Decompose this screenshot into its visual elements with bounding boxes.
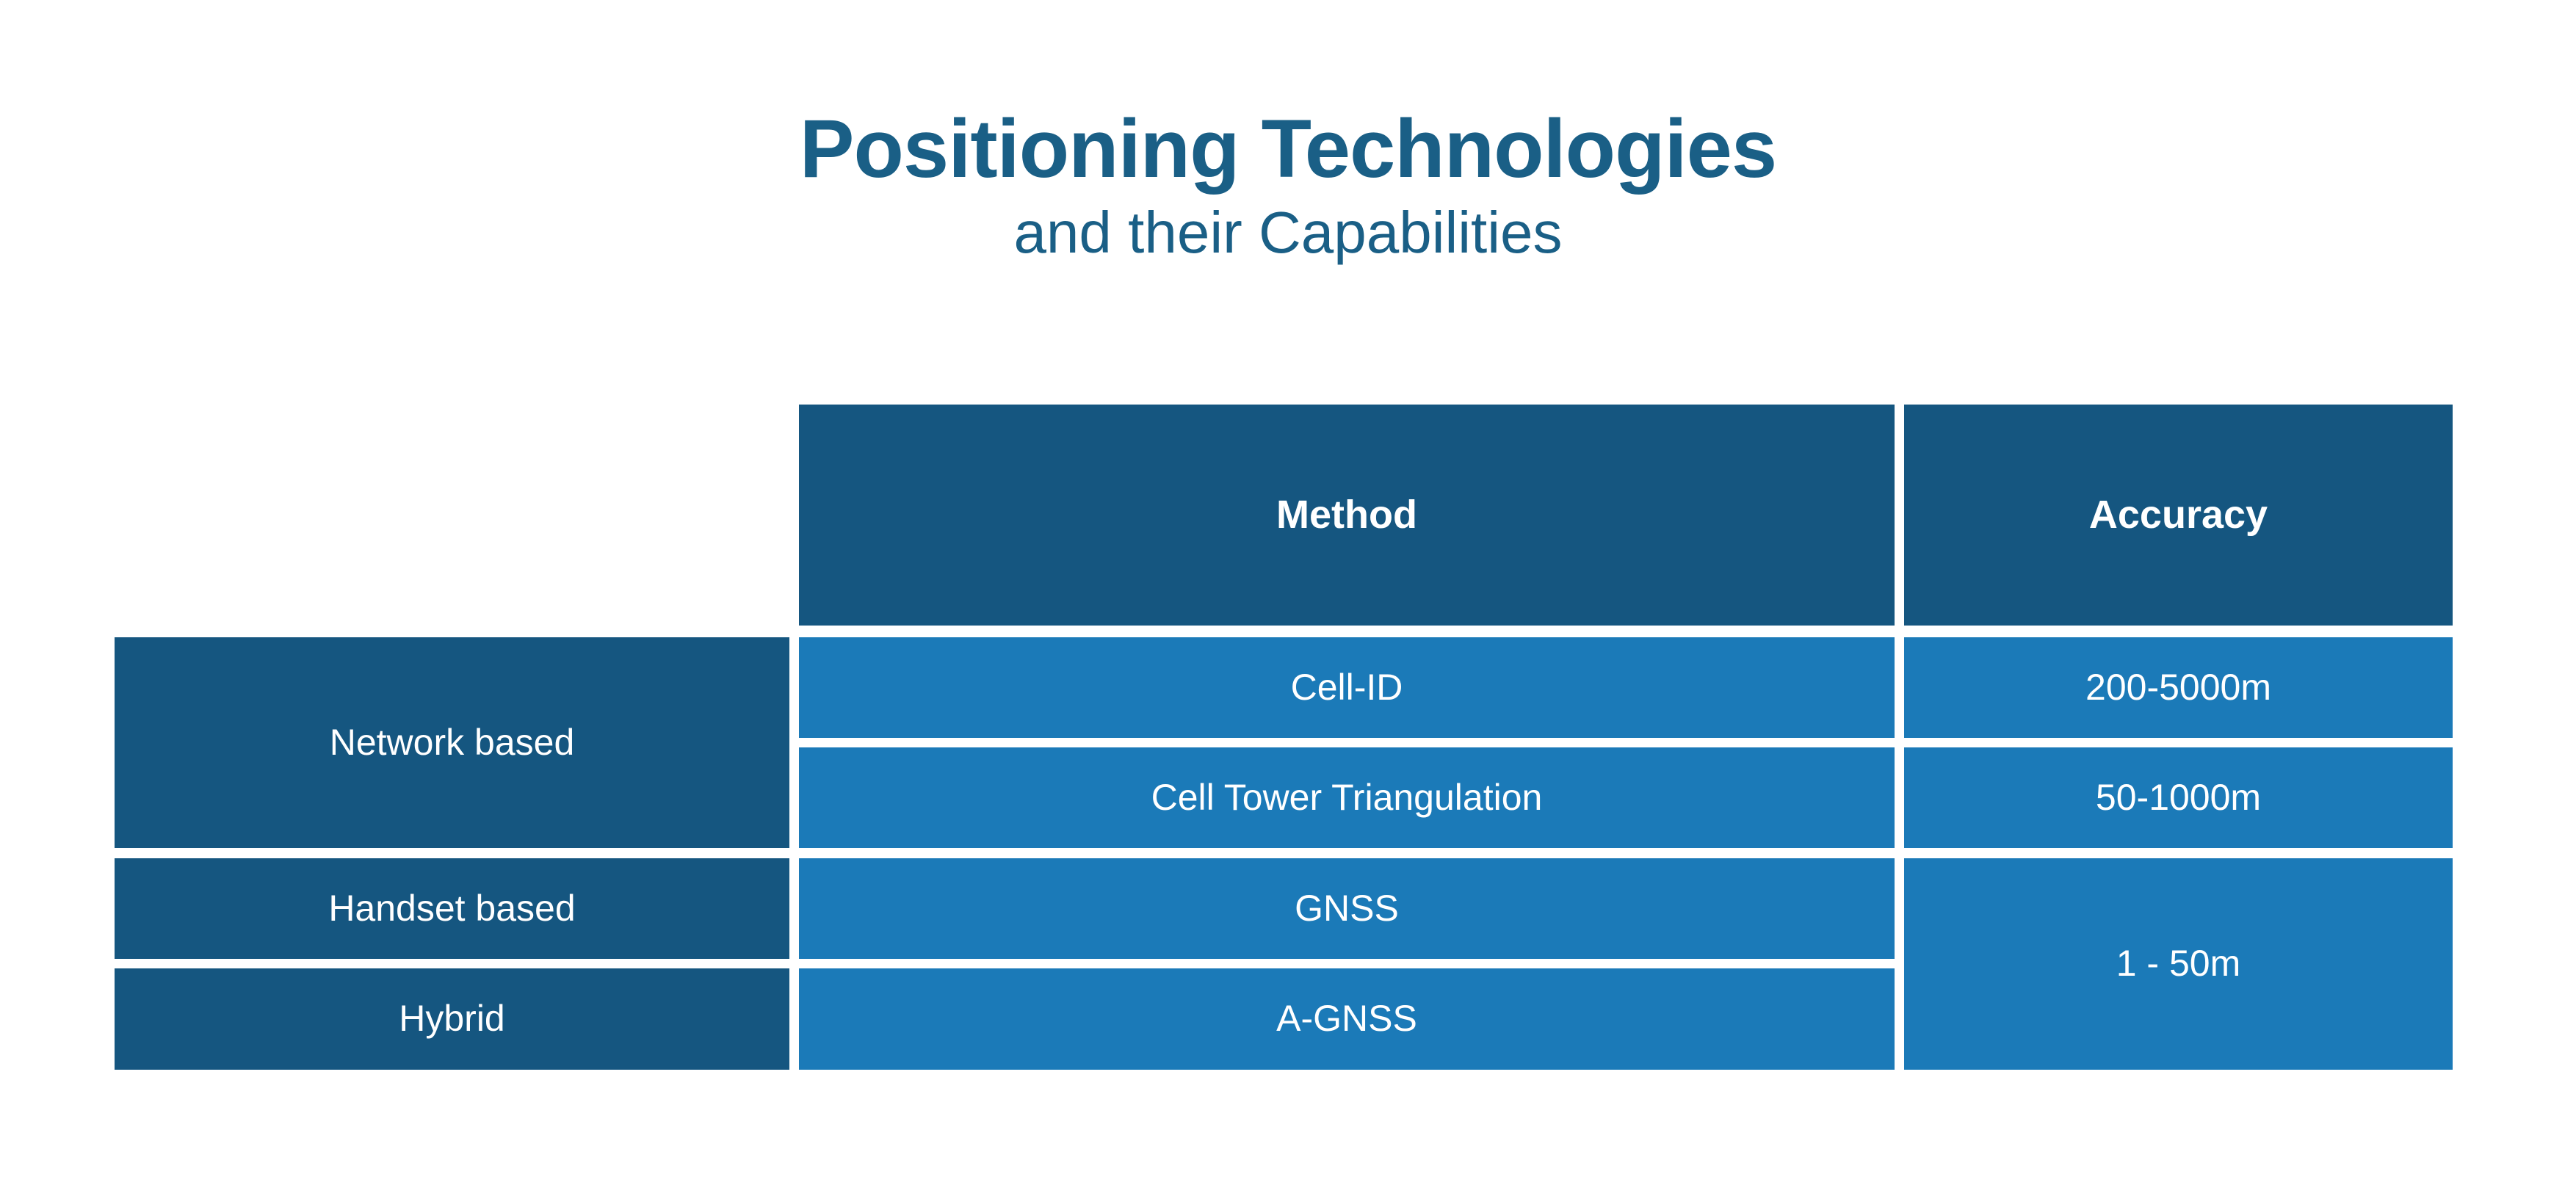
- gutter-v-2: [1895, 405, 1904, 626]
- page-title: Positioning Technologies and their Capab…: [0, 103, 2576, 268]
- table-cell-category-hybrid: Hybrid: [115, 968, 789, 1070]
- gutter-v-1: [789, 405, 799, 626]
- gutter-v-3: [789, 637, 799, 738]
- gutter-v-5: [789, 747, 799, 848]
- gutter-v-8: [1895, 858, 1904, 959]
- positioning-technologies-table: Method Accuracy Network based Cell-ID 20…: [115, 405, 2457, 1071]
- table-cell-method-cell-id: Cell-ID: [799, 637, 1895, 738]
- table-cell-category-network-based: Network based: [115, 637, 789, 848]
- gutter-h-1: [115, 626, 2453, 637]
- table-cell-category-handset-based: Handset based: [115, 858, 789, 959]
- title-main-text: Positioning Technologies: [799, 103, 1777, 195]
- gutter-v-9: [789, 968, 799, 1070]
- gutter-v-10: [1895, 968, 1904, 1070]
- gutter-h-3: [115, 848, 2453, 858]
- table-grid: Method Accuracy Network based Cell-ID 20…: [115, 405, 2457, 1071]
- gutter-h-4: [115, 959, 1904, 968]
- header-cell-accuracy: Accuracy: [1904, 405, 2453, 626]
- table-cell-method-gnss: GNSS: [799, 858, 1895, 959]
- header-cell-category-empty: [115, 405, 789, 626]
- gutter-v-6: [1895, 747, 1904, 848]
- table-cell-method-cell-tower-triangulation: Cell Tower Triangulation: [799, 747, 1895, 848]
- gutter-v-7: [789, 858, 799, 959]
- table-cell-accuracy-1-50m: 1 - 50m: [1904, 858, 2453, 1070]
- table-cell-accuracy-50-1000m: 50-1000m: [1904, 747, 2453, 848]
- gutter-h-2: [789, 738, 2453, 747]
- gutter-v-4: [1895, 637, 1904, 738]
- table-cell-accuracy-200-5000m: 200-5000m: [1904, 637, 2453, 738]
- header-cell-method: Method: [799, 405, 1895, 626]
- table-cell-method-a-gnss: A-GNSS: [799, 968, 1895, 1070]
- title-subtitle-text: and their Capabilities: [1013, 200, 1563, 266]
